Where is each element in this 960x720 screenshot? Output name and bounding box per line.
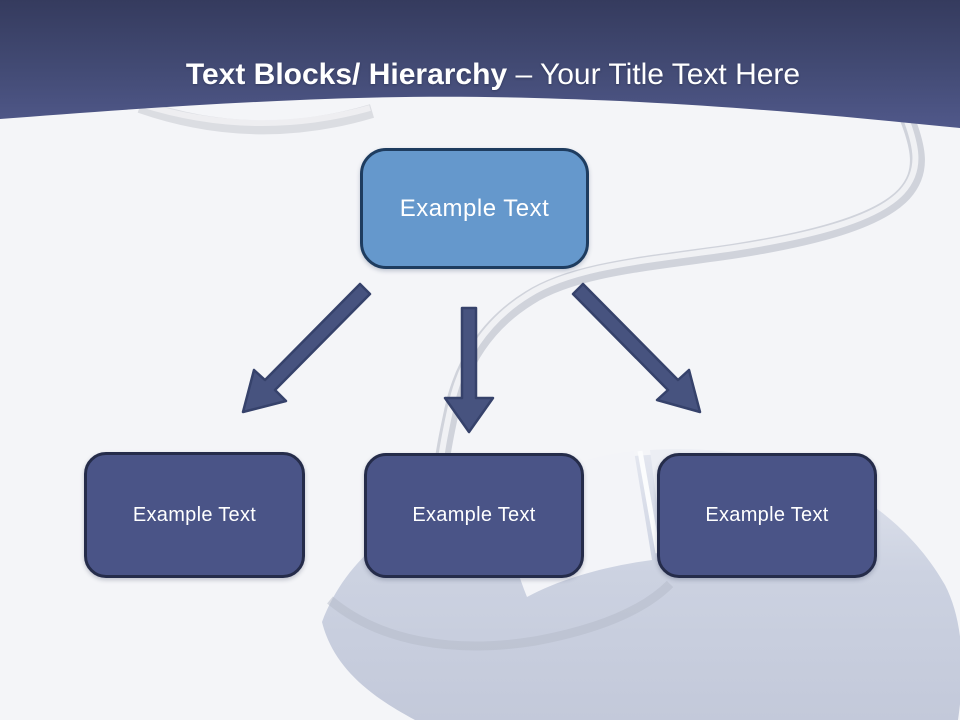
child-node-label: Example Text [412, 504, 536, 526]
slide-title: Text Blocks/ Hierarchy – Your Title Text… [0, 54, 960, 96]
arrow-down-right-icon [571, 282, 702, 414]
child-node-label: Example Text [132, 503, 257, 526]
cable-loop-icon [137, 99, 375, 135]
child-node-label: Example Text [705, 504, 829, 526]
hierarchy-child-node-3: Example Text [657, 453, 877, 578]
arrow-down-icon [443, 306, 495, 434]
hierarchy-child-node-2: Example Text [364, 453, 584, 578]
slide-title-bold: Text Blocks/ Hierarchy [185, 58, 508, 91]
slide-title-subtitle: – Your Title Text Here [507, 58, 801, 91]
root-node-label: Example Text [399, 194, 550, 222]
arrow-down-left-icon [241, 282, 372, 414]
hierarchy-child-node-1: Example Text [84, 452, 305, 578]
mouse-button-slit-icon [637, 450, 661, 554]
hierarchy-root-node: Example Text [360, 148, 589, 269]
